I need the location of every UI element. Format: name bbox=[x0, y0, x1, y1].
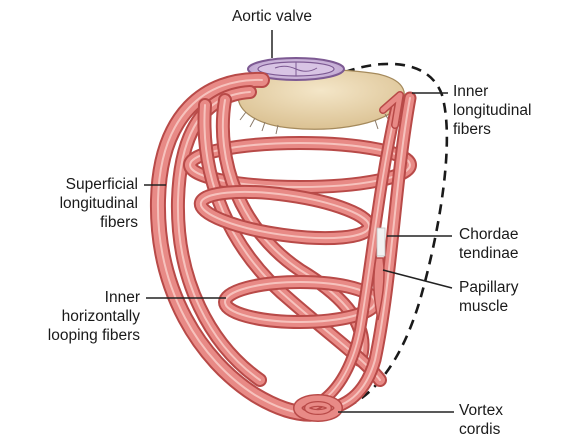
label-line: cordis bbox=[459, 420, 503, 439]
label-line: fibers bbox=[453, 120, 531, 139]
label-aortic-valve: Aortic valve bbox=[206, 7, 338, 26]
label-vortex-cordis: Vortex cordis bbox=[459, 401, 503, 439]
label-line: muscle bbox=[459, 297, 518, 316]
label-superficial-longitudinal-fibers: Superficial longitudinal fibers bbox=[20, 175, 138, 232]
label-papillary-muscle: Papillary muscle bbox=[459, 278, 518, 316]
label-line: Chordae bbox=[459, 225, 518, 244]
label-line: looping fibers bbox=[18, 326, 140, 345]
label-line: tendinae bbox=[459, 244, 518, 263]
chordae-tendinae-strands bbox=[377, 228, 385, 256]
label-line: Papillary bbox=[459, 278, 518, 297]
label-chordae-tendinae: Chordae tendinae bbox=[459, 225, 518, 263]
label-line: Vortex bbox=[459, 401, 503, 420]
label-inner-horizontally-looping-fibers: Inner horizontally looping fibers bbox=[18, 288, 140, 345]
label-inner-longitudinal-fibers: Inner longitudinal fibers bbox=[453, 82, 531, 139]
muscle-fibers bbox=[158, 80, 410, 417]
label-line: fibers bbox=[20, 213, 138, 232]
middle-horizontal-loop bbox=[198, 183, 372, 246]
label-line: longitudinal bbox=[453, 101, 531, 120]
label-aortic-valve-text: Aortic valve bbox=[206, 7, 338, 26]
label-line: horizontally bbox=[18, 307, 140, 326]
label-line: Superficial bbox=[20, 175, 138, 194]
label-line: Inner bbox=[18, 288, 140, 307]
label-line: Inner bbox=[453, 82, 531, 101]
label-line: longitudinal bbox=[20, 194, 138, 213]
